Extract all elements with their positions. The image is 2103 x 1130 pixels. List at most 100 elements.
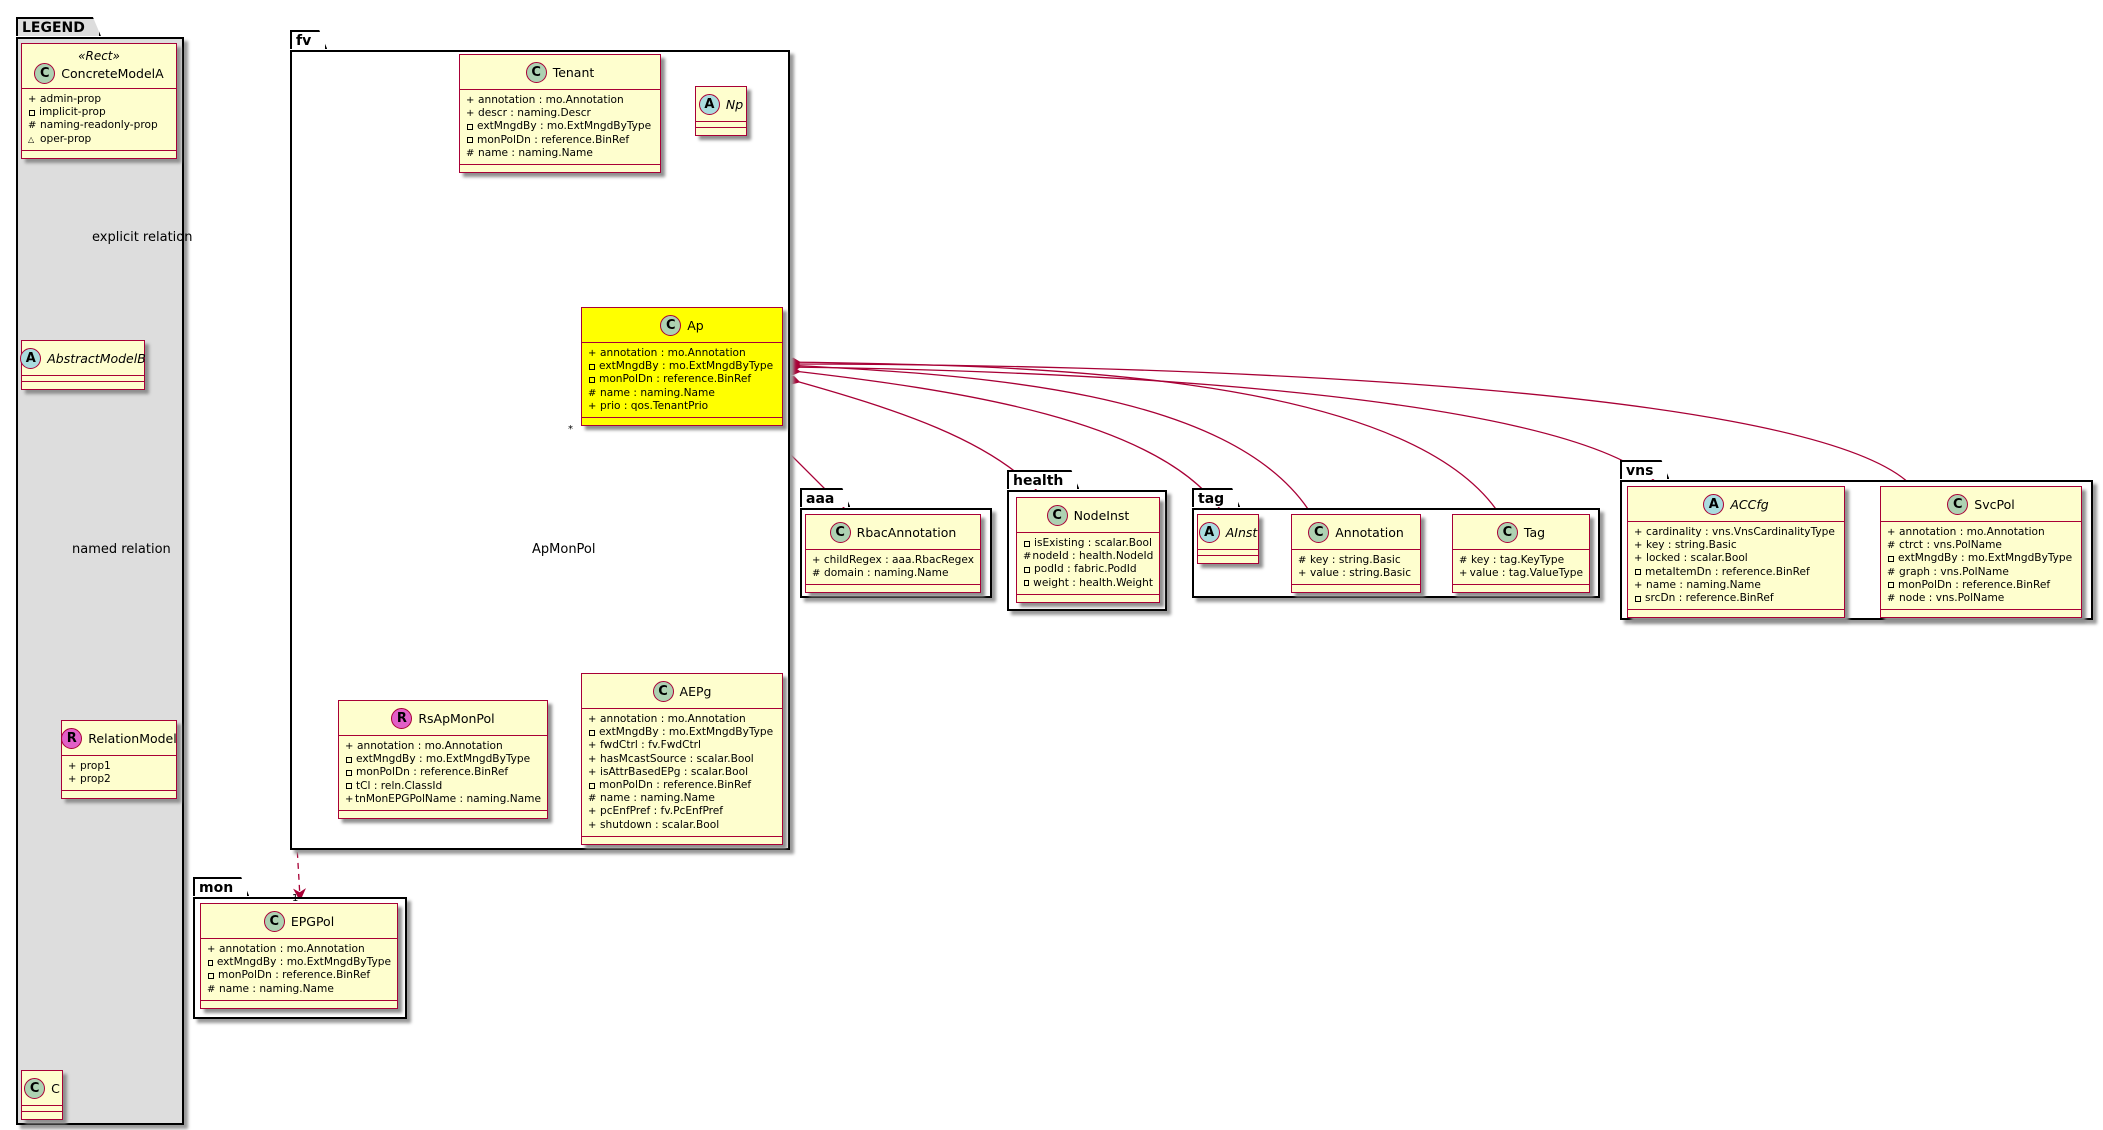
protected-icon [1887,592,1898,605]
protected-icon [1887,539,1898,552]
apmonpol-relation-label: ApMonPol [532,542,596,557]
attr-row: hasMcastSource : scalar.Bool [588,753,776,766]
public-icon [466,94,477,107]
public-icon [588,805,599,818]
attr-row: implicit-prop [28,106,170,119]
class-name: AInst [1225,524,1258,540]
attr-row: cardinality : vns.VnsCardinalityType [1634,526,1838,539]
package-legend [16,37,184,1125]
class-ainst: A AInst [1197,514,1259,564]
attr-row: isAttrBasedEPg : scalar.Bool [588,766,776,779]
package-health-tab: health [1007,470,1079,489]
class-name: ConcreteModelA [61,65,164,81]
protected-icon [466,147,477,160]
attr-row: annotation : mo.Annotation [1887,526,2075,539]
public-icon [68,773,79,786]
relation-badge-icon: R [61,727,83,749]
protected-icon [1459,554,1470,567]
class-name: RelationModel [88,730,177,746]
attr-row: tCl : reln.ClassId [345,780,541,793]
private-icon [208,959,213,966]
attr-row: name : naming.Name [588,387,776,400]
class-ap: CAp annotation : mo.Annotation extMngdBy… [581,307,783,427]
abstract-badge-icon: A [1198,521,1220,543]
attr-row: prio : qos.TenantPrio [588,400,776,413]
public-icon [1459,567,1469,580]
multiplicity-many: * [568,424,573,435]
class-name: RsApMonPol [418,710,495,726]
relation-badge-icon: R [391,707,413,729]
class-name: Tag [1523,524,1546,540]
attr-row: fwdCtrl : fv.FwdCtrl [588,739,776,752]
attr-row: ctrct : vns.PolName [1887,539,2075,552]
package-aaa-tab: aaa [800,488,850,507]
protected-icon [588,792,599,805]
public-icon [1634,526,1645,539]
private-icon [29,109,35,116]
stereotype-label: «Rect» [78,48,120,63]
private-icon [467,124,473,130]
attr-row: prop2 [68,773,170,786]
class-badge-icon: C [24,1077,46,1099]
attr-row: annotation : mo.Annotation [588,347,776,360]
attr-row: name : naming.Name [588,792,776,805]
class-name: C [51,1080,60,1096]
public-icon [588,739,599,752]
attr-row: nodeId : health.NodeId [1023,550,1153,563]
public-icon [588,819,599,832]
class-name: AEPg [679,683,712,699]
class-name: Ap [687,317,704,333]
public-icon [588,713,599,726]
class-badge-icon: C [525,61,547,83]
attr-row: shutdown : scalar.Bool [588,819,776,832]
edge-ap-accfg [784,362,1659,485]
class-name: AbstractModelB [47,350,146,366]
public-icon [588,766,599,779]
class-name: Tenant [552,64,595,80]
class-name: Np [725,96,744,112]
attr-row: isExisting : scalar.Bool [1023,537,1153,550]
class-name: RbacAnnotation [856,524,957,540]
attr-row: value : string.Basic [1298,567,1414,580]
protected-icon [1023,550,1031,563]
attr-row: prop1 [68,760,170,773]
public-icon [1634,552,1645,565]
package-icon [28,133,39,146]
named-relation-label: named relation [72,542,171,557]
attr-row: monPolDn : reference.BinRef [207,969,391,982]
attr-row: extMngdBy : mo.ExtMngdByType [207,956,391,969]
attr-row: metaItemDn : reference.BinRef [1634,566,1838,579]
public-icon [588,753,599,766]
attr-row: monPolDn : reference.BinRef [588,779,776,792]
public-icon [1298,567,1309,580]
class-badge-icon: C [34,62,56,84]
protected-icon [207,983,218,996]
attr-row: podId : fabric.PodId [1023,563,1153,576]
class-badge-icon: C [1046,504,1068,526]
edge-ap-ainst [784,366,1223,513]
public-icon [588,400,599,413]
attr-row: locked : scalar.Bool [1634,552,1838,565]
private-icon [208,973,214,979]
class-name: Annotation [1335,524,1404,540]
private-icon [589,363,595,370]
edge-ap-annotation [784,360,1311,513]
protected-icon [1887,566,1898,579]
private-icon [346,783,352,790]
private-icon [1888,556,1894,562]
attr-row: extMngdBy : mo.ExtMngdByType [345,753,541,766]
protected-icon [588,387,599,400]
private-icon [1635,569,1641,576]
class-badge-icon: C [652,680,674,702]
attr-row: domain : naming.Name [812,567,974,580]
